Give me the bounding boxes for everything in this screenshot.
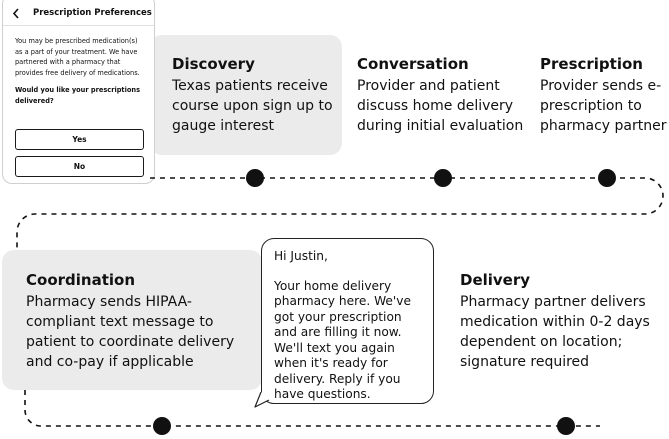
coordination-stage: Coordination Pharmacy sends HIPAA-compli… xyxy=(26,270,256,372)
no-button[interactable]: No xyxy=(15,156,144,177)
message-body: Your home delivery pharmacy here. We've … xyxy=(274,278,411,402)
delivery-stage: Delivery Pharmacy partner delivers medic… xyxy=(460,270,669,372)
coordination-milestone-dot xyxy=(153,417,171,435)
bubble-tail xyxy=(254,392,271,408)
prescription-title: Prescription xyxy=(540,55,643,73)
delivery-milestone-dot xyxy=(557,417,575,435)
phone-header: Prescription Preferences xyxy=(3,0,154,25)
coordination-title: Coordination xyxy=(26,271,135,289)
discovery-description: Texas patients receive course upon sign … xyxy=(172,78,333,134)
back-arrow-icon[interactable] xyxy=(9,6,23,20)
prescription-description: Provider sends e-prescription to pharmac… xyxy=(540,78,667,134)
coordination-description: Pharmacy sends HIPAA-compliant text mess… xyxy=(26,294,235,370)
yes-button[interactable]: Yes xyxy=(15,129,144,150)
prescription-milestone-dot xyxy=(598,169,616,187)
discovery-milestone-dot xyxy=(246,169,264,187)
delivery-title: Delivery xyxy=(460,271,531,289)
discovery-panel xyxy=(150,35,342,155)
message-greeting: Hi Justin, xyxy=(274,249,328,263)
conversation-title: Conversation xyxy=(357,55,469,73)
coordination-panel xyxy=(2,250,262,390)
phone-mockup: Prescription Preferences You may be pres… xyxy=(2,0,155,184)
discovery-stage: Discovery Texas patients receive course … xyxy=(172,54,342,136)
delivery-description: Pharmacy partner delivers medication wit… xyxy=(460,294,650,370)
conversation-description: Provider and patient discuss home delive… xyxy=(357,78,524,134)
phone-body-text: You may be prescribed medication(s) as a… xyxy=(15,37,140,77)
text-message-bubble: Hi Justin, Your home delivery pharmacy h… xyxy=(261,238,434,404)
phone-divider xyxy=(3,25,154,26)
prescription-stage: Prescription Provider sends e-prescripti… xyxy=(540,54,669,136)
phone-question: Would you like your prescriptions delive… xyxy=(15,86,140,105)
conversation-milestone-dot xyxy=(434,169,452,187)
phone-title: Prescription Preferences xyxy=(33,8,152,18)
discovery-title: Discovery xyxy=(172,55,255,73)
conversation-stage: Conversation Provider and patient discus… xyxy=(357,54,527,136)
